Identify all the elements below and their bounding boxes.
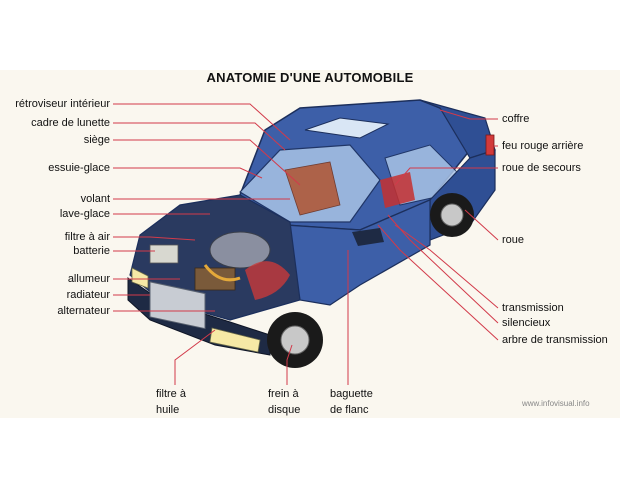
label-filtre-huile-line2: huile xyxy=(156,404,180,416)
label-filtre-huile-line1: filtre à xyxy=(156,388,186,400)
diagram-title: ANATOMIE D'UNE AUTOMOBILE xyxy=(206,70,414,85)
label-radiateur: radiateur xyxy=(66,289,110,301)
label-baguette-flanc-line1: baguette xyxy=(330,388,373,400)
label-retroviseur: rétroviseur intérieur xyxy=(15,98,110,110)
label-allumeur: allumeur xyxy=(67,273,110,285)
car-body xyxy=(127,99,496,368)
label-batterie: batterie xyxy=(73,245,110,257)
label-coffre: coffre xyxy=(502,113,530,125)
label-cadre-lunette: cadre de lunette xyxy=(31,117,110,129)
label-frein-disque-line2: disque xyxy=(268,404,301,416)
label-essuie-glace: essuie-glace xyxy=(48,162,110,174)
label-lave-glace: lave-glace xyxy=(59,208,110,220)
label-filtre-air: filtre à air xyxy=(64,231,110,243)
label-baguette-flanc-line2: de flanc xyxy=(330,404,369,416)
label-alternateur: alternateur xyxy=(57,305,110,317)
label-roue-secours: roue de secours xyxy=(502,162,581,174)
label-frein-disque-line1: frein à xyxy=(268,388,299,400)
label-arbre-transmission: arbre de transmission xyxy=(502,334,608,346)
label-volant: volant xyxy=(80,193,110,205)
label-silencieux: silencieux xyxy=(502,317,551,329)
label-siege: siège xyxy=(83,134,110,146)
leader-lines xyxy=(113,103,499,385)
label-roue: roue xyxy=(502,234,525,246)
label-feu-rouge-arriere: feu rouge arrière xyxy=(502,140,584,152)
credit-text: www.infovisual.info xyxy=(522,399,590,408)
label-transmission: transmission xyxy=(502,302,564,314)
